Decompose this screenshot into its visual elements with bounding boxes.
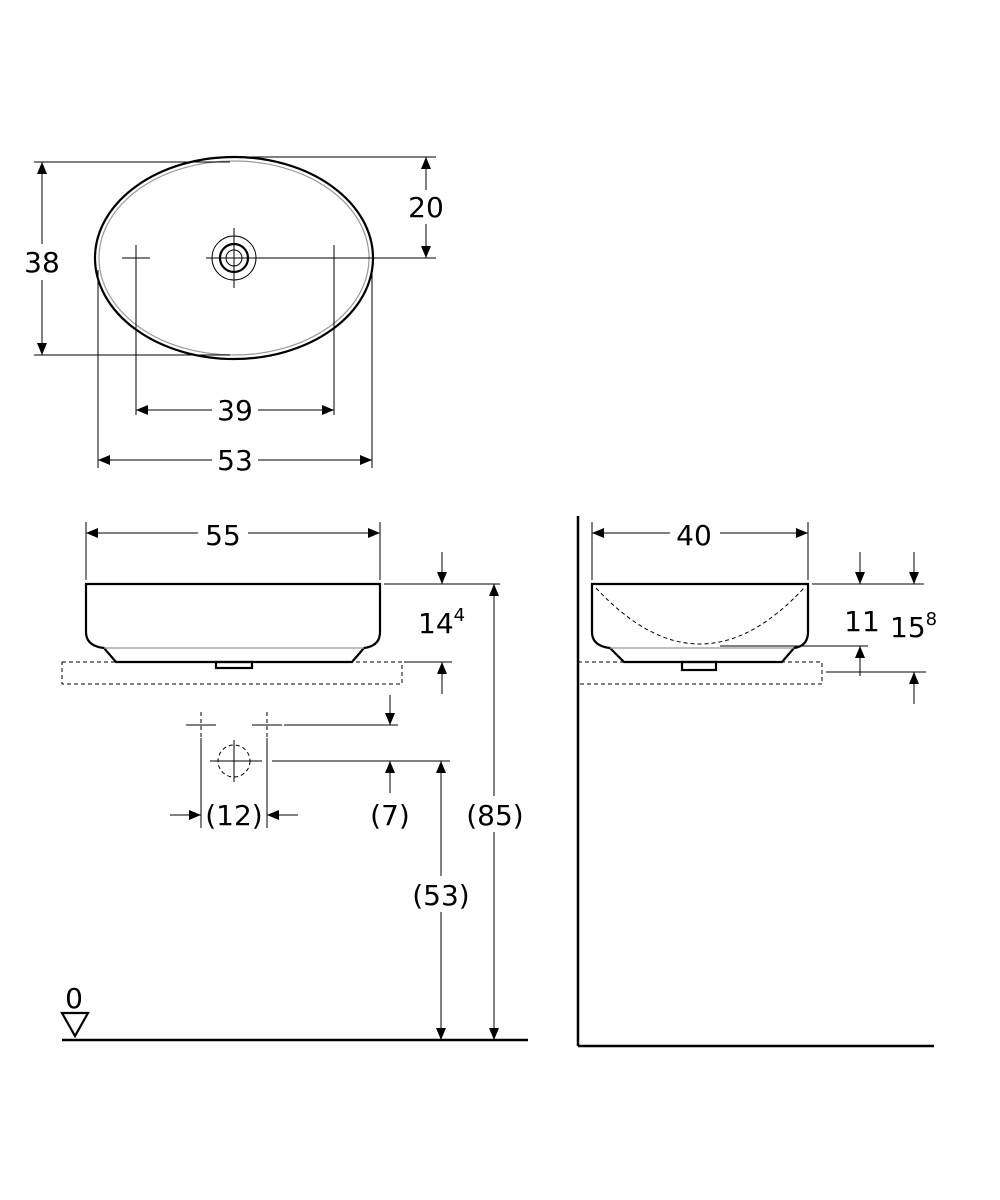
drain-outlet-front	[214, 660, 254, 670]
tap-hole-left-top	[122, 245, 150, 415]
dim-label-53-top: 53	[217, 444, 253, 477]
dim-label-40: 40	[676, 519, 712, 552]
drain-outlet-side	[680, 660, 718, 672]
dim-label-53-front: (53)	[412, 879, 469, 912]
dim-label-11: 11	[844, 605, 880, 638]
basin-outline-side	[590, 582, 810, 664]
dim-label-39: 39	[217, 394, 253, 427]
side-view: 40 11 158	[576, 514, 937, 1048]
front-view: 55 144 (12) (7)	[60, 514, 528, 1042]
countertop-side	[577, 661, 823, 685]
drain-symbol-front	[210, 740, 262, 782]
drain-symbol-top	[206, 228, 262, 288]
dim-label-14-4: 144	[418, 605, 465, 640]
dim-label-7: (7)	[370, 799, 410, 832]
basin-outline-front	[84, 582, 382, 664]
dim-label-55: 55	[205, 519, 241, 552]
dim-label-85: (85)	[466, 799, 523, 832]
floor-level-icon	[60, 1011, 90, 1039]
top-view: 38 20 39 53	[22, 155, 448, 478]
dim-label-12: (12)	[205, 799, 262, 832]
dim-label-15-8: 158	[890, 609, 937, 644]
tap-hole-left-front	[186, 712, 216, 828]
dim-label-20: 20	[408, 191, 444, 224]
dim-label-38: 38	[24, 246, 60, 279]
countertop-front	[61, 661, 403, 685]
floor-level-label: 0	[65, 982, 83, 1015]
basin-inner-profile-side	[595, 587, 805, 645]
